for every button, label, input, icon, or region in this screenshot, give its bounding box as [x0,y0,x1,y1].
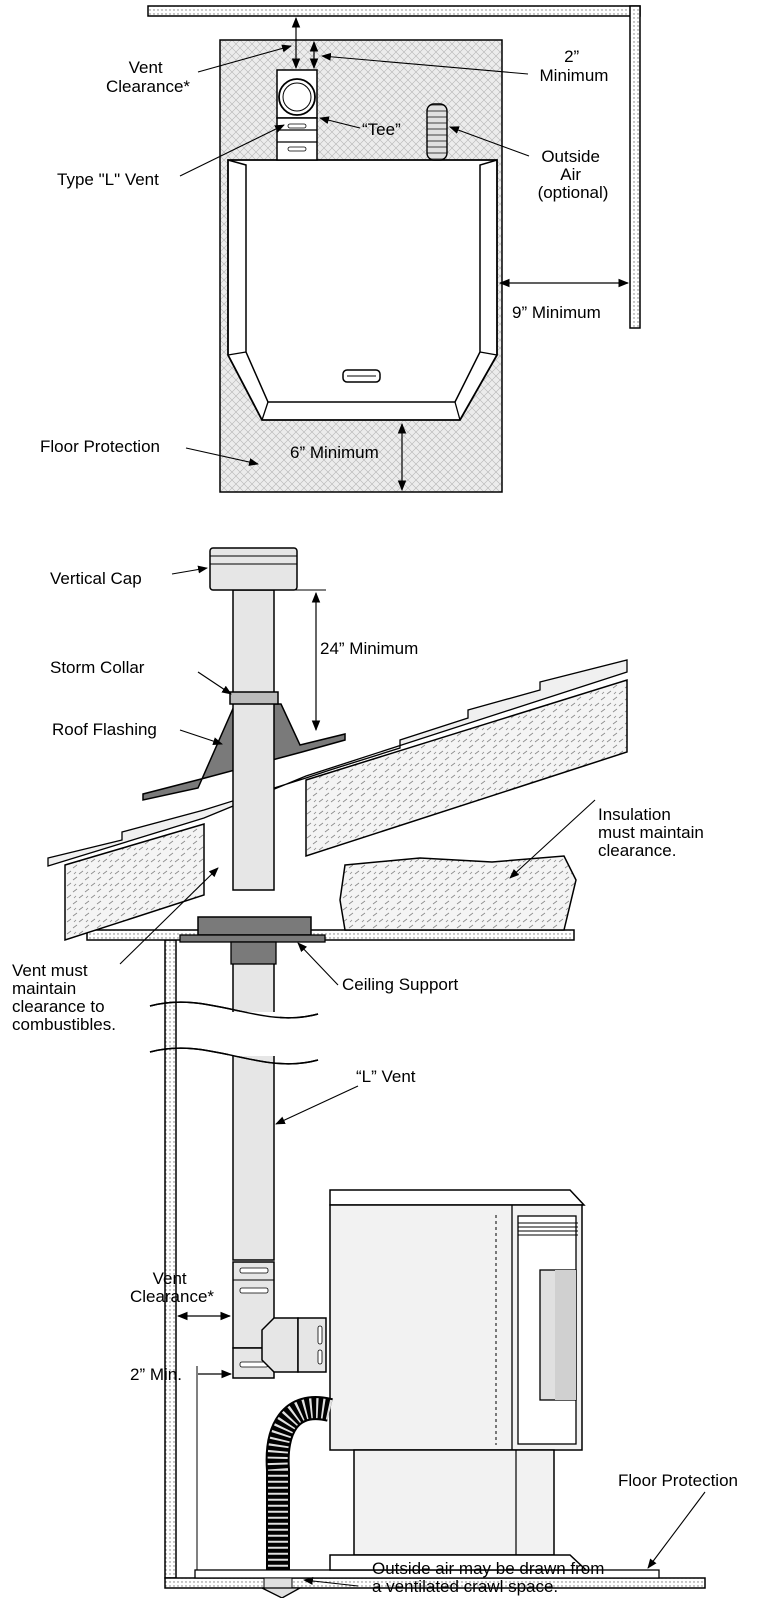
top-view: Vent Clearance* 2” Minimum “Tee” Type "L… [40,5,641,493]
label-vertical-cap: Vertical Cap [50,569,142,588]
side-view: Vertical Cap 24” Minimum Storm Collar Ro… [12,547,738,1598]
label-twentyfour-minimum: 24” Minimum [320,639,418,658]
ceiling-support [197,916,312,936]
label-storm-collar: Storm Collar [50,658,145,677]
label-outside-air-note: Outside air may be drawn from a ventilat… [372,1559,609,1596]
stove-base [329,1554,588,1571]
tee-opening [278,78,316,116]
stove-side-panels [227,159,498,403]
label-six-minimum: 6” Minimum [290,443,379,462]
vertical-cap [209,547,298,591]
outside-air-hose [265,1396,333,1570]
stove-top-lid [329,1189,586,1206]
outside-air-arrow [261,1587,303,1598]
label-vent-must-maintain: Vent must maintain clearance to combusti… [12,961,116,1034]
right-wall [629,5,641,329]
tee-elbow [261,1317,299,1373]
label-roof-flashing: Roof Flashing [52,720,157,739]
label-outside-air: Outside Air (optional) [538,147,609,202]
label-vent-clearance-side: Vent Clearance* [130,1269,214,1306]
storm-collar [229,691,279,705]
label-two-minimum: 2” Minimum [540,47,609,85]
vent-pipe-upper [232,589,275,891]
stove-pedestal [353,1449,555,1556]
vent-pipe-lower [232,944,275,1261]
stove-connector [297,1317,327,1373]
ceiling [86,929,575,941]
roof-shingles [47,659,628,867]
label-ceiling-support: Ceiling Support [342,975,459,994]
label-two-min-side: 2” Min. [130,1365,182,1384]
roof-rafter-right [305,678,628,858]
label-insulation: Insulation must maintain clearance. [598,805,709,860]
left-wall [164,939,177,1579]
insulation-blob [339,855,577,931]
label-floor-protection-side: Floor Protection [618,1471,738,1490]
label-type-l-vent: Type "L" Vent [57,170,159,189]
stove-grille [518,1222,578,1236]
label-vent-clearance: Vent Clearance* [106,58,190,96]
label-floor-protection-top: Floor Protection [40,437,160,456]
top-wall [147,5,641,17]
outside-air-hose-top [426,103,448,161]
label-l-vent: “L” Vent [356,1067,416,1086]
roof-rafter-left [64,822,205,942]
label-tee: “Tee” [362,120,401,139]
label-nine-minimum: 9” Minimum [512,303,601,322]
